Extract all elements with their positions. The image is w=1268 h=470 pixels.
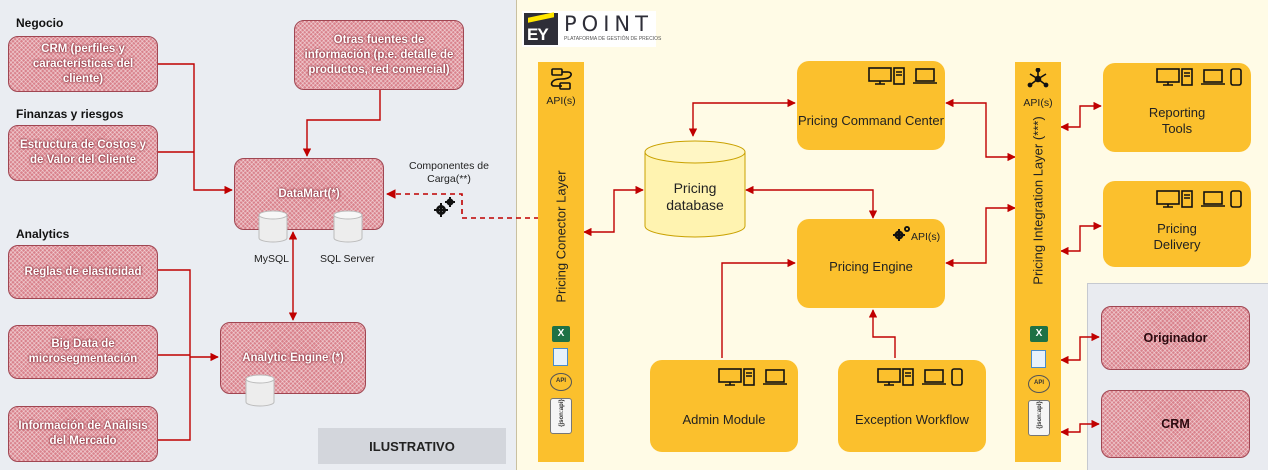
arrow-exception-engine: [868, 309, 896, 358]
json-api-icon: {json:api}: [550, 398, 572, 434]
desktop-icon: [868, 67, 905, 85]
integration-api-label: API(s): [1023, 97, 1053, 109]
datamart-label: DataMart(*): [278, 188, 340, 200]
mysql-database-icon: [258, 210, 288, 243]
gear-icon: [434, 197, 455, 217]
pricing-command-center-box: Pricing Command Center: [797, 61, 945, 150]
pricing-engine-box: Pricing Engine: [797, 219, 945, 308]
command-center-label: Pricing Command Center: [798, 112, 944, 128]
mysql-label: MySQL: [254, 253, 290, 265]
ey-logo-bar: [528, 12, 554, 23]
pricing-connector-layer: [538, 62, 584, 462]
arrow-integration-originador: [1060, 332, 1100, 365]
reporting-tools-label: Reporting Tools: [1148, 104, 1206, 136]
desktop-icon: [718, 368, 755, 386]
crm-label: CRM: [1161, 416, 1190, 431]
arrow-otras-datamart: [302, 90, 381, 157]
reglas-elasticidad-box: Reglas de elasticidad: [8, 245, 158, 299]
arrow-admin-engine: [721, 258, 796, 358]
admin-module-label: Admin Module: [682, 412, 766, 427]
laptop-icon: [922, 369, 946, 385]
delivery-devices: [1156, 190, 1242, 208]
pricing-engine-label: Pricing Engine: [829, 258, 913, 274]
cable-icon: [550, 68, 572, 90]
pricing-delivery-label: Pricing Delivery: [1153, 221, 1201, 252]
crm-perfiles-box: CRM (perfiles y características del clie…: [8, 36, 158, 92]
arrow-database-command: [688, 98, 796, 137]
originador-box: Originador: [1101, 306, 1250, 370]
arrow-integration-reporting: [1060, 101, 1102, 132]
section-analytics: Analytics: [16, 227, 70, 241]
api-badge-icon: API: [1028, 375, 1050, 393]
excel-icon: X: [1030, 326, 1048, 342]
informacion-mercado-box: Información de Análisis del Mercado: [8, 406, 158, 462]
desktop-icon: [1156, 68, 1193, 86]
pricing-database-label: Pricing database: [666, 180, 724, 213]
arrow-database-engine: [745, 185, 878, 219]
admin-devices: [718, 368, 788, 386]
arrow-integration-crm: [1060, 419, 1100, 437]
arrow-crm-datamart: [158, 63, 233, 195]
arrow-componentes-dashed: [386, 189, 538, 219]
connector-layer-title: Pricing Conector Layer: [553, 170, 569, 303]
ey-point-logo: EY POINT PLATAFORMA DE GESTIÓN DE PRECIO…: [522, 11, 661, 47]
componentes-carga-label: Componentes de Carga(**): [409, 160, 489, 185]
bigdata-box: Big Data de microsegmentación: [8, 325, 158, 379]
integration-layer-title: Pricing Integration Layer (***): [1030, 116, 1046, 285]
analytic-engine-box: Analytic Engine (*): [220, 322, 366, 394]
sqlserver-database-icon: [333, 210, 363, 243]
laptop-icon: [1201, 191, 1225, 207]
laptop-icon: [763, 369, 787, 385]
exception-devices: [877, 368, 963, 386]
exception-workflow-label: Exception Workflow: [855, 412, 969, 427]
admin-module-box: Admin Module: [650, 360, 798, 452]
json-api-text: {json:api}: [559, 399, 565, 427]
engine-gear-icon: [893, 226, 910, 241]
ey-logo-mark: EY: [524, 12, 558, 45]
phone-icon: [1230, 68, 1242, 86]
document-icon: [1031, 350, 1046, 368]
phone-icon: [951, 368, 963, 386]
pricing-delivery-box: Pricing Delivery: [1103, 181, 1251, 267]
otras-fuentes-box: Otras fuentes de información (p.e. detal…: [294, 20, 464, 90]
point-logo-text: POINT: [564, 12, 653, 36]
sqlserver-label: SQL Server: [320, 253, 375, 265]
connector-api-label: API(s): [546, 95, 576, 107]
arrow-integration-delivery: [1060, 221, 1102, 256]
engine-api-label: API(s): [911, 231, 941, 243]
pricing-integration-layer: [1015, 62, 1061, 462]
reporting-devices: [1156, 68, 1242, 86]
document-icon: [553, 348, 568, 366]
crm-box: CRM: [1101, 390, 1250, 458]
desktop-icon: [877, 368, 914, 386]
laptop-icon: [1201, 69, 1225, 85]
analytic-database-icon: [245, 374, 275, 407]
section-finanzas: Finanzas y riesgos: [16, 107, 124, 121]
command-center-devices: [868, 67, 938, 85]
desktop-icon: [1156, 190, 1193, 208]
arrow-command-integration: [945, 98, 1016, 162]
network-icon: [1027, 68, 1049, 88]
ey-logo-text: EY: [527, 25, 549, 44]
estructura-costos-box: Estructura de Costos y de Valor del Clie…: [8, 125, 158, 181]
arrow-connector-database: [583, 185, 644, 237]
json-api-text: {json:api}: [1037, 401, 1043, 429]
ilustrativo-badge: ILUSTRATIVO: [318, 428, 506, 464]
logo-subtitle: PLATAFORMA DE GESTIÓN DE PRECIOS: [564, 36, 662, 42]
api-badge-icon: API: [550, 373, 572, 391]
datamart-box: DataMart(*): [234, 158, 384, 230]
originador-label: Originador: [1143, 330, 1208, 345]
pricing-database-icon: [644, 140, 746, 238]
excel-icon: X: [552, 326, 570, 342]
reporting-tools-box: Reporting Tools: [1103, 63, 1251, 152]
phone-icon: [1230, 190, 1242, 208]
laptop-icon: [913, 68, 937, 84]
section-negocio: Negocio: [16, 16, 64, 30]
arrow-engine-integration: [945, 203, 1016, 268]
analytic-engine-label: Analytic Engine (*): [242, 352, 344, 364]
json-api-icon: {json:api}: [1028, 400, 1050, 436]
